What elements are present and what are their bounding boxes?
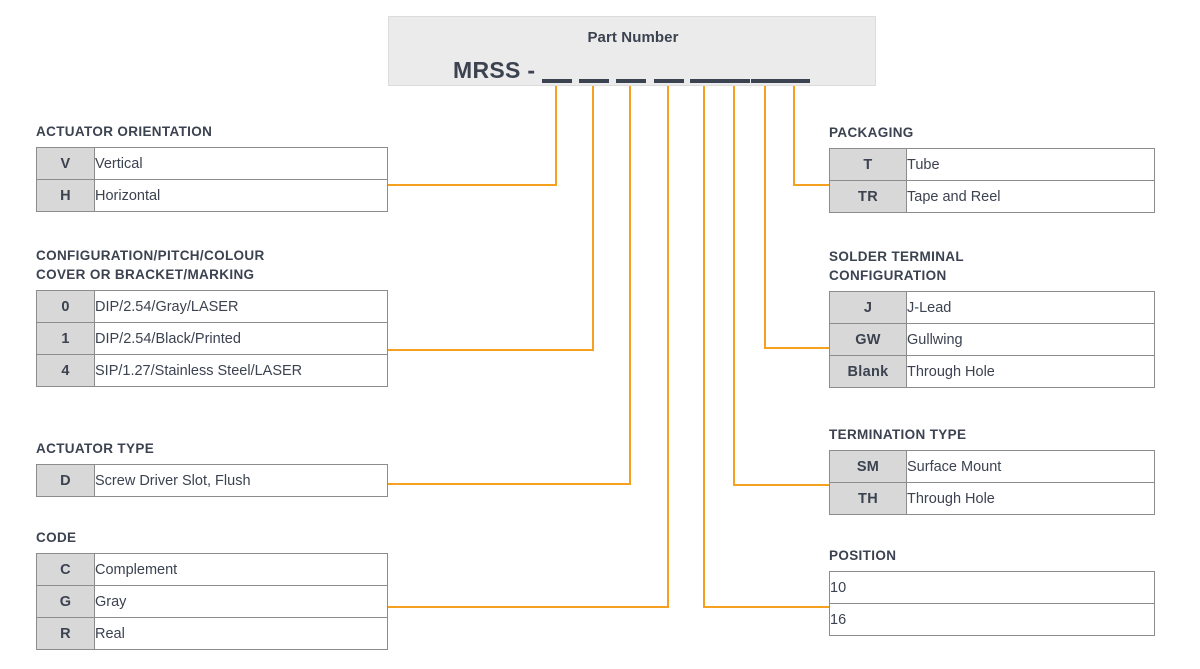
option-description: DIP/2.54/Black/Printed — [94, 322, 388, 355]
option-code: G — [36, 585, 95, 618]
group-title-packaging: PACKAGING — [829, 125, 914, 140]
option-code: H — [36, 179, 95, 212]
option-code: Blank — [829, 355, 907, 388]
part-number-row: MRSS - — [389, 57, 877, 87]
option-description: Screw Driver Slot, Flush — [94, 464, 388, 497]
option-description: Through Hole — [906, 355, 1155, 388]
group-title-actuator-type: ACTUATOR TYPE — [36, 441, 155, 456]
option-code: V — [36, 147, 95, 180]
connector-line-4-code — [388, 86, 669, 608]
option-value: 10 — [829, 571, 1155, 604]
group-title-termination-type: TERMINATION TYPE — [829, 427, 967, 442]
part-number-box: Part Number MRSS - — [388, 16, 876, 86]
option-description: Real — [94, 617, 388, 650]
group-configuration: CONFIGURATION/PITCH/COLOUR COVER OR BRAC… — [36, 246, 388, 387]
option-description: DIP/2.54/Gray/LASER — [94, 290, 388, 323]
connector-line-6-termination-type — [733, 86, 829, 486]
connector-line-2-configuration — [388, 86, 594, 351]
group-title-solder-terminal-configuration: SOLDER TERMINAL CONFIGURATION — [829, 249, 964, 283]
connector-line-8-packaging — [793, 86, 829, 186]
option-description: Vertical — [94, 147, 388, 180]
part-number-title: Part Number — [587, 29, 679, 46]
table-row: 10 — [829, 571, 1155, 604]
option-description: Gray — [94, 585, 388, 618]
group-title-code: CODE — [36, 530, 77, 545]
option-code: J — [829, 291, 907, 324]
option-description: J-Lead — [906, 291, 1155, 324]
option-code: SM — [829, 450, 907, 483]
option-code: R — [36, 617, 95, 650]
group-title-actuator-orientation: ACTUATOR ORIENTATION — [36, 124, 213, 139]
table-row: 16 — [829, 603, 1155, 636]
option-code: T — [829, 148, 907, 181]
option-code: C — [36, 553, 95, 586]
option-value: 16 — [829, 603, 1155, 636]
option-description: Gullwing — [906, 323, 1155, 356]
part-number-slot-2[interactable] — [579, 79, 609, 83]
option-code: 1 — [36, 322, 95, 355]
connector-line-1-actuator-orientation — [388, 86, 557, 186]
connector-line-3-actuator-type — [388, 86, 631, 485]
option-code: 4 — [36, 354, 95, 387]
option-description: SIP/1.27/Stainless Steel/LASER — [94, 354, 388, 387]
connector-line-5-position — [703, 86, 829, 608]
group-title-configuration: CONFIGURATION/PITCH/COLOUR COVER OR BRAC… — [36, 248, 265, 282]
option-description: Through Hole — [906, 482, 1155, 515]
option-code: D — [36, 464, 95, 497]
option-description: Tube — [906, 148, 1155, 181]
option-code: TH — [829, 482, 907, 515]
group-title-position: POSITION — [829, 548, 897, 563]
part-number-slot-1[interactable] — [542, 79, 572, 83]
option-code: GW — [829, 323, 907, 356]
part-number-slot-4[interactable] — [654, 79, 684, 83]
option-description: Surface Mount — [906, 450, 1155, 483]
option-description: Complement — [94, 553, 388, 586]
connector-line-7-solder-terminal-configuration — [764, 86, 829, 349]
option-code: TR — [829, 180, 907, 213]
part-number-slot-7[interactable] — [751, 79, 781, 83]
part-number-slot-8[interactable] — [780, 79, 810, 83]
part-number-slot-5[interactable] — [690, 79, 720, 83]
option-code: 0 — [36, 290, 95, 323]
part-number-slot-6[interactable] — [720, 79, 750, 83]
part-number-slot-3[interactable] — [616, 79, 646, 83]
option-description: Tape and Reel — [906, 180, 1155, 213]
part-number-prefix: MRSS - — [453, 57, 536, 83]
option-description: Horizontal — [94, 179, 388, 212]
